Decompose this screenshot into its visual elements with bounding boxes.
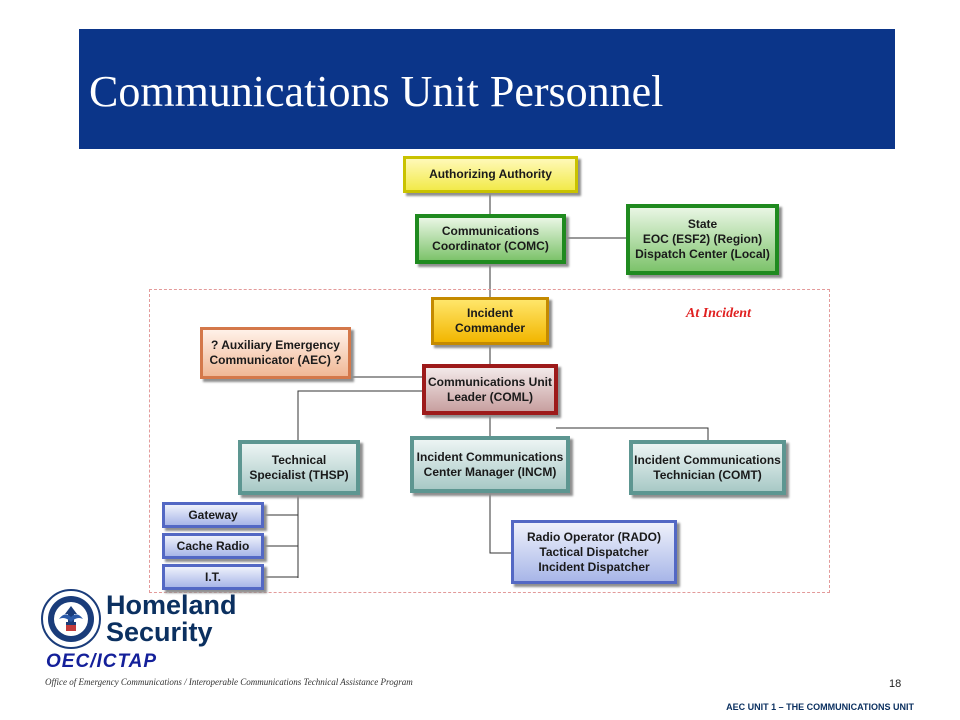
box-label: Communicator (AEC) ? <box>209 353 342 367</box>
box-label: ? Auxiliary Emergency <box>211 338 340 352</box>
box-label: Communications <box>441 224 540 238</box>
thsp-box: Technical Specialist (THSP) <box>238 440 360 495</box>
box-label: Technician (COMT) <box>653 467 762 482</box>
box-label: Dispatch Center (Local) <box>635 247 770 261</box>
incm-box: Incident Communications Center Manager (… <box>410 436 570 493</box>
program-acronym: OEC/ICTAP <box>46 651 158 672</box>
box-label: Incident Dispatcher <box>538 559 650 574</box>
box-label: Incident <box>466 306 513 320</box>
rado-box: Radio Operator (RADO) Tactical Dispatche… <box>511 520 677 584</box>
page-title: Communications Unit Personnel <box>89 67 664 116</box>
gateway-box: Gateway <box>162 502 264 528</box>
line-coml-thsp <box>297 390 424 441</box>
page-number: 18 <box>889 678 902 690</box>
footer-unit-title: AEC UNIT 1 – THE COMMUNICATIONS UNIT <box>726 702 914 712</box>
line-incm-rado <box>489 492 513 554</box>
box-label: Coordinator (COMC) <box>432 239 549 253</box>
coml-box: Communications Unit Leader (COML) <box>422 364 558 415</box>
logo-text-line2: Security <box>106 617 213 647</box>
authorizing-authority-box: Authorizing Authority <box>403 156 578 193</box>
box-label: Center Manager (INCM) <box>423 464 557 479</box>
program-full-name: Office of Emergency Communications / Int… <box>45 677 413 687</box>
incident-frame <box>149 289 830 593</box>
at-incident-label: At Incident <box>686 306 751 321</box>
logo-text-line1: Homeland <box>106 590 237 620</box>
it-box: I.T. <box>162 564 264 590</box>
comc-box: Communications Coordinator (COMC) <box>415 214 566 264</box>
box-label: Technical <box>271 452 327 467</box>
box-label: EOC (ESF2) (Region) <box>642 232 763 246</box>
box-label: Radio Operator (RADO) <box>526 529 661 544</box>
box-label: Communications Unit <box>427 374 552 389</box>
box-label: Specialist (THSP) <box>249 467 349 482</box>
box-label: Leader (COML) <box>446 389 533 404</box>
box-label: Tactical Dispatcher <box>539 544 649 559</box>
box-label: Commander <box>454 321 525 335</box>
incident-commander-box: Incident Commander <box>431 297 549 345</box>
box-label: Gateway <box>188 507 238 522</box>
dhs-seal-icon <box>41 589 101 649</box>
box-label: Authorizing Authority <box>429 167 552 181</box>
aec-box: ? Auxiliary Emergency Communicator (AEC)… <box>200 327 351 379</box>
box-label: Cache Radio <box>176 538 250 553</box>
state-box: State EOC (ESF2) (Region) Dispatch Cente… <box>626 204 779 275</box>
comt-box: Incident Communications Technician (COMT… <box>629 440 786 495</box>
cache-radio-box: Cache Radio <box>162 533 264 559</box>
box-label: I.T. <box>204 569 221 584</box>
box-label: State <box>687 217 718 231</box>
box-label: Incident Communications <box>634 452 781 467</box>
title-bar: Communications Unit Personnel <box>79 29 895 149</box>
line-coml-comt <box>556 427 709 441</box>
box-label: Incident Communications <box>416 449 564 464</box>
